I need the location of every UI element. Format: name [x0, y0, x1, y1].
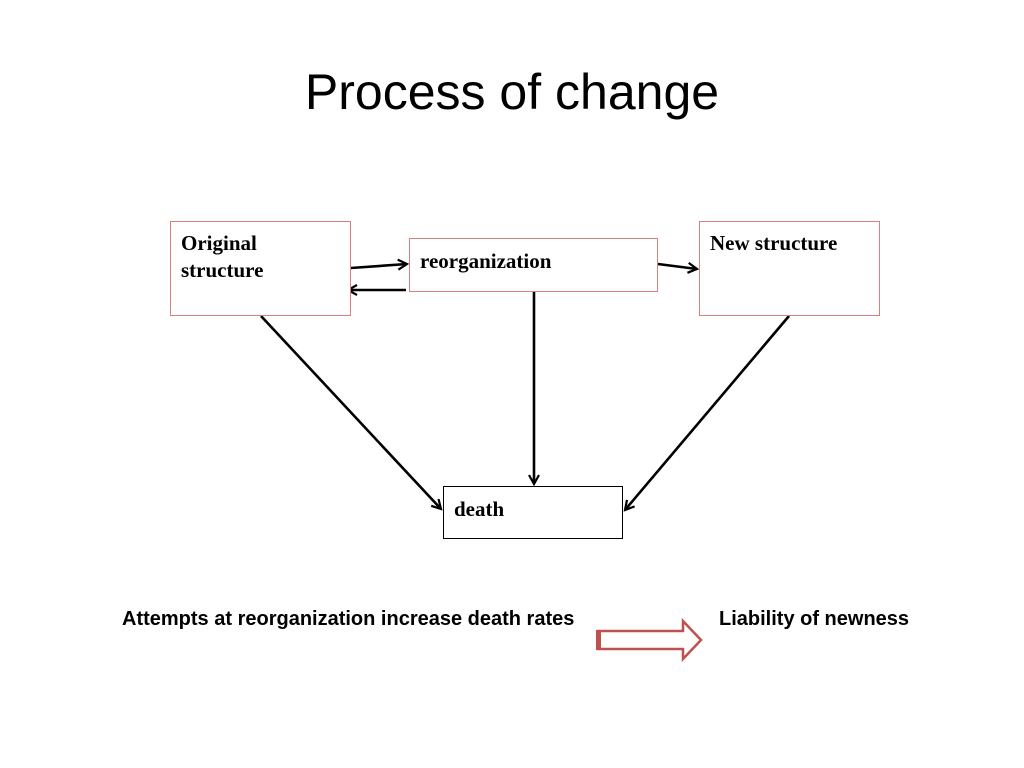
- box-death-label: death: [454, 497, 505, 521]
- caption-liability-of-newness: Liability of newness: [719, 608, 910, 630]
- arrow-original-to-death: [260, 315, 441, 509]
- box-new-structure-label: New structure: [710, 231, 838, 255]
- arrow-reorganization-to-new-structure: [657, 264, 697, 269]
- caption-reorganization-death-rates: Attempts at reorganization increase deat…: [122, 608, 575, 630]
- box-death: death: [443, 486, 623, 539]
- block-arrow-right-icon: [596, 617, 703, 663]
- box-original-structure-label: Original structure: [181, 231, 264, 283]
- box-new-structure: New structure: [699, 221, 880, 316]
- arrow-original-to-reorganization: [350, 264, 407, 268]
- box-original-structure: Original structure: [170, 221, 351, 316]
- box-reorganization: reorganization: [409, 238, 658, 292]
- box-reorganization-label: reorganization: [420, 249, 552, 273]
- slide-title: Process of change: [304, 64, 720, 120]
- block-arrow-shadow-edge: [596, 630, 601, 650]
- arrow-new-structure-to-death: [625, 315, 790, 510]
